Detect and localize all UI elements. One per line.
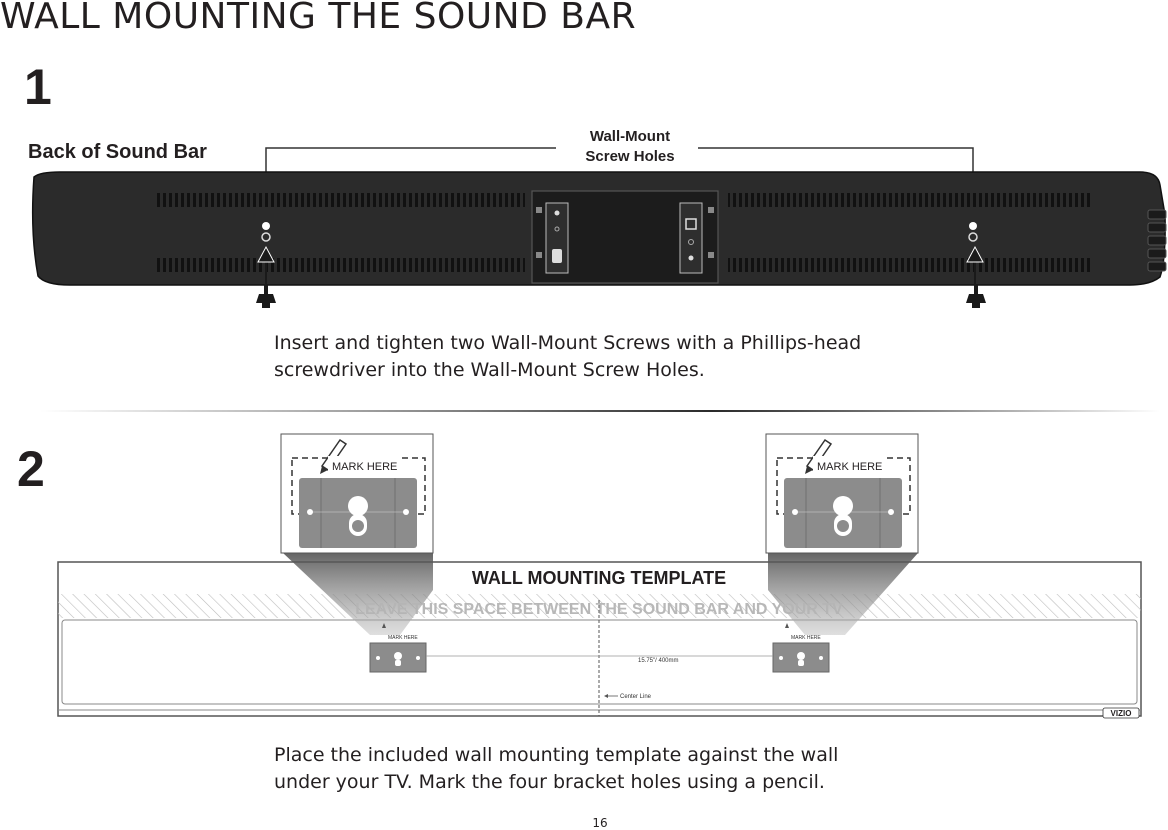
template-bracket-right: MARK HERE [772, 623, 830, 673]
zoom-box-right: MARK HERE [765, 433, 919, 554]
vent-row [728, 193, 1090, 207]
vent-row [728, 258, 1090, 272]
zoom-box-left: MARK HERE [280, 433, 434, 554]
svg-text:MARK HERE: MARK HERE [388, 635, 418, 641]
holes-label-line2: Screw Holes [585, 148, 675, 165]
back-of-sound-bar-label: Back of Sound Bar [28, 141, 207, 163]
zoom-beam-left [283, 553, 433, 635]
svg-text:MARK HERE: MARK HERE [791, 635, 821, 641]
vent-row [155, 193, 525, 207]
holes-label-line1: Wall-Mount [589, 128, 671, 145]
side-buttons [1147, 209, 1167, 272]
zoom-beam-right [768, 553, 918, 635]
distance-label: 15.75"/ 400mm [638, 658, 679, 664]
step1-instruction: Insert and tighten two Wall-Mount Screws… [274, 330, 861, 384]
center-line-label: Center Line [620, 694, 652, 700]
vent-row [155, 258, 525, 272]
mark-here-label: MARK HERE [332, 461, 397, 473]
step-number-2: 2 [17, 441, 45, 497]
leave-space-text: LEAVE THIS SPACE BETWEEN THE SOUND BAR A… [355, 601, 843, 618]
arrow-up-icon [966, 245, 984, 288]
wall-mount-screw-holes-label: Wall-Mount Screw Holes [560, 127, 700, 167]
step1-instruction-line1: Insert and tighten two Wall-Mount Screws… [274, 332, 862, 354]
screw-icon [256, 284, 276, 308]
port-group-right [679, 202, 703, 274]
template-bracket-left: MARK HERE [369, 623, 427, 673]
arrow-up-icon [257, 245, 275, 288]
brand-logo: VIZIO [1111, 709, 1132, 718]
screw-hole-right [969, 222, 977, 230]
mark-here-label: MARK HERE [817, 461, 882, 473]
step2-instruction-line2: under your TV. Mark the four bracket hol… [274, 771, 825, 793]
page-number: 16 [592, 816, 608, 830]
port-group-left [545, 202, 569, 274]
step-number-1: 1 [24, 59, 52, 115]
screw-icon [966, 284, 986, 308]
page-title: WALL MOUNTING THE SOUND BAR [0, 0, 637, 37]
step2-instruction: Place the included wall mounting templat… [274, 742, 838, 796]
screw-hole-left [262, 222, 270, 230]
step1-instruction-line2: screwdriver into the Wall-Mount Screw Ho… [274, 359, 705, 381]
section-divider [40, 410, 1160, 412]
soundbar-illustration [31, 147, 1167, 308]
step2-instruction-line1: Place the included wall mounting templat… [274, 744, 839, 766]
template-illustration: WALL MOUNTING TEMPLATE LEAVE THIS SPACE … [57, 433, 1142, 719]
template-title: WALL MOUNTING TEMPLATE [472, 568, 726, 588]
